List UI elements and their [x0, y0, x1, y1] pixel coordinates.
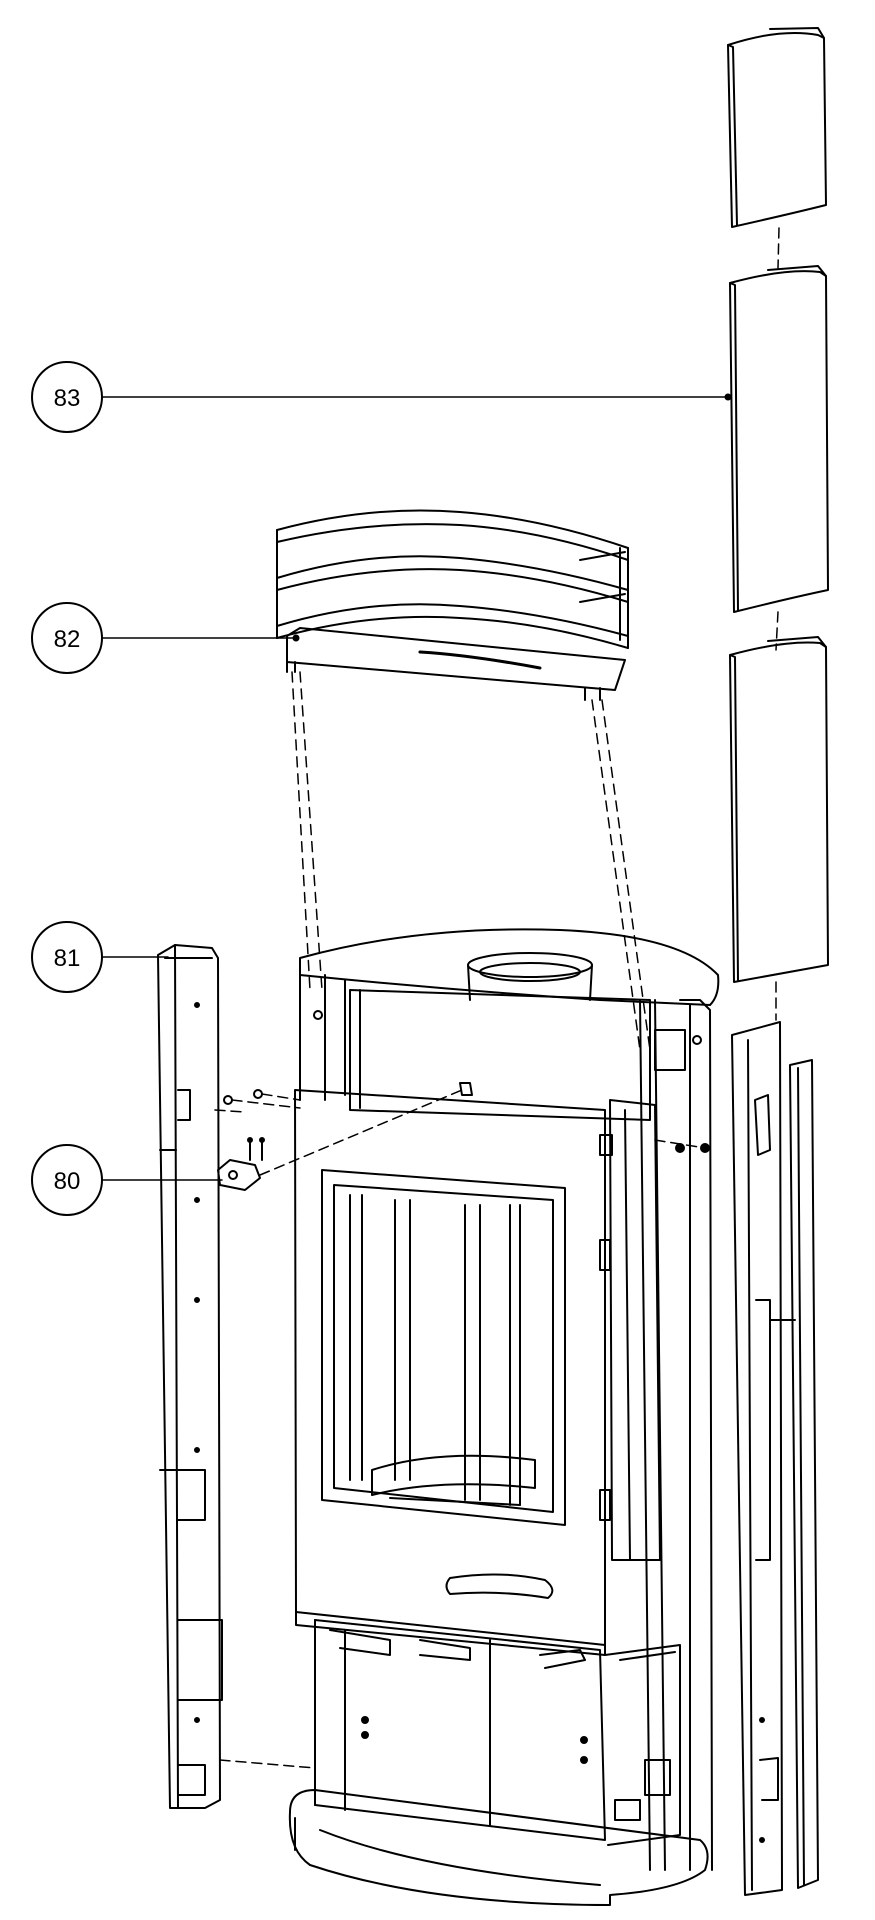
- callout-81: 81: [31, 921, 169, 993]
- callout-82: 82: [31, 602, 300, 674]
- right-outer-trim: [769, 1059, 819, 1889]
- side-panel-top: [727, 27, 827, 228]
- callout-81-label: 81: [54, 945, 81, 972]
- stove-body: [288, 928, 720, 1906]
- assembly-guides: [291, 671, 651, 1051]
- left-side-rail: [157, 944, 223, 1809]
- mounting-bracket: [217, 1082, 473, 1191]
- side-panel-bottom: [729, 636, 829, 983]
- callout-83-label: 83: [54, 385, 81, 412]
- deflector-bracket: [286, 627, 626, 701]
- callout-82-label: 82: [54, 626, 81, 653]
- callout-80: 80: [31, 1144, 223, 1216]
- callout-83: 83: [31, 361, 732, 433]
- side-panel-middle: [729, 265, 829, 613]
- callout-80-label: 80: [54, 1168, 81, 1195]
- right-side-rail: [731, 1021, 783, 1896]
- deflector-plates: [276, 509, 629, 649]
